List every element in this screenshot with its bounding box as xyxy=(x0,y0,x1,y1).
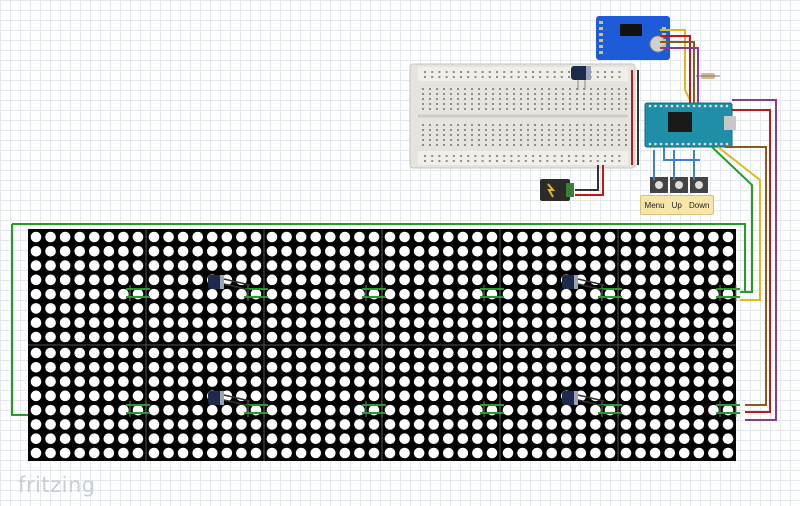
control-wires xyxy=(575,29,700,196)
rtc-module xyxy=(596,16,670,60)
led-matrix-module xyxy=(618,229,736,345)
led-matrix-module xyxy=(264,345,382,461)
module-connector xyxy=(716,285,740,301)
menu-button-label: Menu xyxy=(644,200,665,210)
matrix-capacitor xyxy=(208,391,251,407)
led-matrix-module xyxy=(500,345,618,461)
led-matrix-module xyxy=(28,345,146,461)
electrolytic-capacitor xyxy=(571,66,591,90)
matrix-connectors xyxy=(126,275,740,417)
led-matrix-module xyxy=(382,345,500,461)
module-connector xyxy=(362,401,386,417)
up-button-label: Up xyxy=(671,200,682,210)
breadboard xyxy=(409,63,636,169)
led-matrix-module xyxy=(500,229,618,345)
module-connector xyxy=(480,401,504,417)
push-buttons xyxy=(650,177,708,193)
led-matrix-module xyxy=(618,345,736,461)
module-connector xyxy=(716,401,740,417)
led-matrix-module xyxy=(264,229,382,345)
led-matrix-array xyxy=(28,229,736,461)
down-button[interactable] xyxy=(690,177,708,193)
module-connector xyxy=(126,285,150,301)
module-connector xyxy=(362,285,386,301)
menu-button[interactable] xyxy=(650,177,668,193)
arduino-nano xyxy=(644,102,736,148)
dc-power-jack xyxy=(540,179,574,201)
up-button[interactable] xyxy=(670,177,688,193)
led-matrix-module xyxy=(28,229,146,345)
button-label-strip: Menu Up Down xyxy=(640,195,714,215)
down-button-label: Down xyxy=(688,200,710,210)
resistor xyxy=(696,73,720,79)
matrix-wires xyxy=(11,99,777,421)
matrix-capacitor xyxy=(562,275,605,291)
matrix-capacitor xyxy=(208,275,251,291)
led-matrix-module xyxy=(146,345,264,461)
led-matrix-module xyxy=(146,229,264,345)
led-matrix-module xyxy=(382,229,500,345)
module-connector xyxy=(480,285,504,301)
matrix-capacitor xyxy=(562,391,605,407)
fritzing-logo: fritzing xyxy=(18,473,96,497)
module-connector xyxy=(126,401,150,417)
